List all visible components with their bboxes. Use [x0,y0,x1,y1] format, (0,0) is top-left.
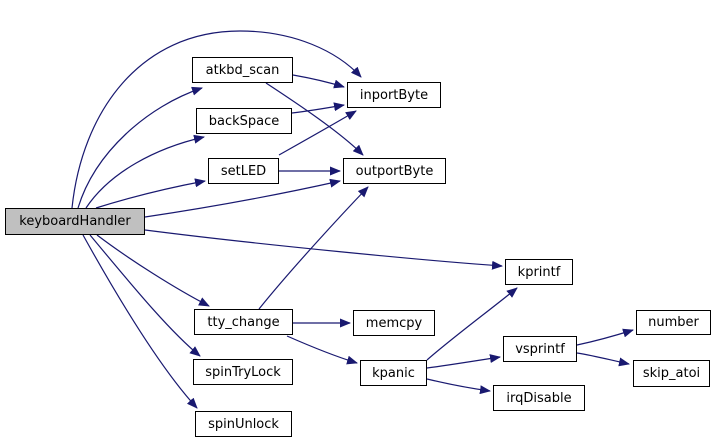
node-tty_change-label: tty_change [207,314,280,330]
node-number[interactable]: number [636,310,711,335]
edge-keyboardHandler-kprintf [144,229,503,270]
node-kprintf-label: kprintf [517,264,561,280]
edge-kpanic-irqDisable [426,378,491,395]
edge-keyboardHandler-spinUnlock [82,234,198,409]
edge-vsprintf-skip_atoi [576,352,630,367]
node-skip_atoi-label: skip_atoi [642,366,701,381]
node-kpanic-label: kpanic [372,365,415,381]
node-outportByte-label: outportByte [355,163,434,179]
node-spinUnlock-label: spinUnlock [208,416,279,432]
node-keyboardHandler: keyboardHandler [5,208,145,235]
node-irqDisable[interactable]: irqDisable [493,385,585,411]
edge-keyboardHandler-spinTryLock [89,234,201,357]
edge-atkbd_scan-outportByte [265,82,364,156]
node-spinTryLock[interactable]: spinTryLock [193,359,293,385]
edge-kpanic-vsprintf [426,354,501,369]
node-backSpace-label: backSpace [208,113,280,129]
edge-atkbd_scan-inportByte [292,74,345,89]
edge-keyboardHandler-backSpace [85,134,205,209]
node-backSpace[interactable]: backSpace [196,108,292,134]
edge-keyboardHandler-outportByte [144,178,341,218]
node-keyboardHandler-label: keyboardHandler [19,214,131,229]
edge-keyboardHandler-tty_change [96,234,210,307]
edge-keyboardHandler-atkbd_scan [77,86,203,209]
edge-tty_change-kpanic [286,335,358,365]
edge-keyboardHandler-inportByte [71,30,362,209]
node-skip_atoi[interactable]: skip_atoi [633,360,710,387]
node-setLED[interactable]: setLED [208,158,279,184]
edge-tty_change-outportByte [258,186,369,310]
node-irqDisable-label: irqDisable [506,390,572,406]
node-vsprintf-label: vsprintf [515,341,565,357]
node-spinTryLock-label: spinTryLock [205,364,281,380]
node-number-label: number [648,315,699,330]
node-outportByte[interactable]: outportByte [343,158,446,184]
edge-keyboardHandler-setLED [95,178,206,209]
node-vsprintf[interactable]: vsprintf [503,336,577,362]
node-memcpy[interactable]: memcpy [353,310,435,336]
node-kprintf[interactable]: kprintf [505,259,573,285]
node-spinUnlock[interactable]: spinUnlock [195,411,292,437]
node-kpanic[interactable]: kpanic [360,360,427,386]
node-tty_change[interactable]: tty_change [194,309,293,335]
node-inportByte[interactable]: inportByte [347,82,441,108]
node-atkbd_scan-label: atkbd_scan [205,62,280,78]
edge-backSpace-inportByte [291,102,345,114]
node-memcpy-label: memcpy [365,315,423,331]
node-inportByte-label: inportByte [359,87,429,103]
node-atkbd_scan[interactable]: atkbd_scan [192,57,293,83]
edge-vsprintf-number [576,328,634,346]
edge-kpanic-kprintf [426,287,518,361]
edge-setLED-inportByte [278,110,357,156]
node-setLED-label: setLED [220,163,267,179]
